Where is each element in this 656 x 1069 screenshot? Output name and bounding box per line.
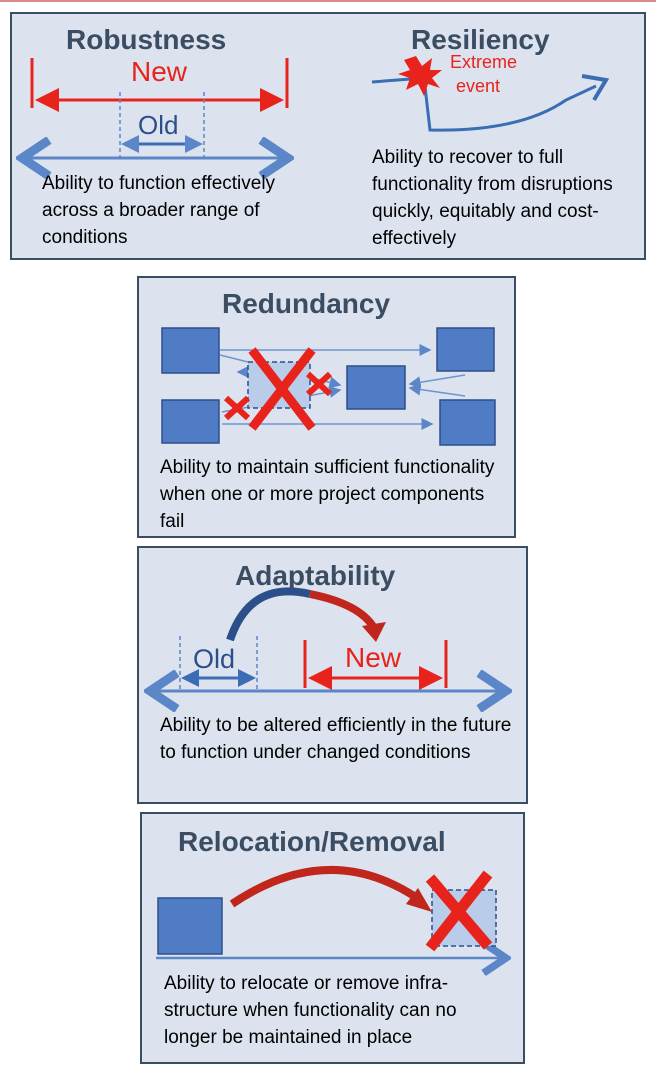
robustness-description: Ability to function effectively across a… [42,173,276,248]
extreme-event-label-1: Extreme [450,52,518,72]
transition-arc-left [226,587,311,642]
top-rule [0,0,656,2]
transition-arc-right [309,590,378,631]
robustness-resiliency-panel [10,12,646,260]
adaptability-description: Ability to be altered efficiently in the… [160,715,512,763]
adapt-old-label: Old [193,644,236,674]
relocation-title: Relocation/Removal [178,826,446,857]
relocation-arrowhead [406,888,432,912]
relocation-arc [229,866,423,908]
adapt-new-label: New [345,642,402,673]
robustness-diagram [0,56,610,260]
connector-arrow [408,383,466,397]
component-box [436,327,495,372]
old-label: Old [138,110,179,140]
component-box [161,327,220,374]
redundancy-title: Redundancy [222,288,391,319]
component-box [346,365,406,410]
transition-arrowhead [362,622,386,642]
failure-x-icon [305,371,333,397]
resiliency-description: Ability to recover to full functionality… [372,147,613,249]
resiliency-title: Resiliency [411,24,550,55]
component-box [157,897,223,955]
component-box [161,399,220,444]
relocation-description: Ability to relocate or remove infra-stru… [164,973,457,1048]
explosion-icon [398,56,442,96]
failure-x-icon [223,395,251,421]
recovery-curve [371,76,597,132]
failure-x-icon [248,347,316,431]
removal-x-icon [425,870,493,952]
extreme-event-label-2: event [456,76,501,96]
adaptability-diagram [0,587,656,810]
redundancy-description: Ability to maintain sufficient functiona… [160,457,495,532]
connector-arrow [408,374,466,389]
recovery-arrowhead [581,74,610,102]
redundancy-diagram [161,327,496,446]
adaptability-title: Adaptability [235,560,396,591]
robustness-title: Robustness [66,24,227,55]
component-box [439,399,496,446]
new-label: New [131,56,188,87]
